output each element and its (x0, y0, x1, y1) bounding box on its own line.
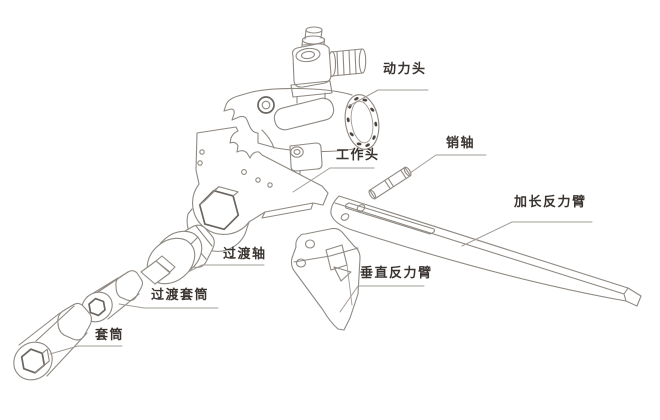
leader-lines (49, 89, 593, 355)
leader-power-head (346, 89, 429, 108)
label-vertical-reaction-arm: 垂直反力臂 (360, 266, 433, 281)
label-power-head: 动力头 (383, 62, 427, 77)
working-head-drawing (186, 126, 329, 252)
pin-shaft-drawing (368, 166, 412, 200)
leader-working-head (292, 167, 375, 193)
leader-extended-reaction-arm (461, 221, 593, 247)
label-extended-reaction-arm: 加长反力臂 (514, 195, 587, 210)
leader-transition-shaft (187, 264, 265, 273)
socket-drawing (13, 302, 93, 381)
leader-socket (49, 345, 123, 355)
label-pin-shaft: 销轴 (446, 136, 476, 151)
vertical-reaction-arm-drawing (290, 227, 361, 331)
leader-pin-shaft (409, 154, 487, 174)
label-transition-shaft: 过渡轴 (223, 247, 267, 262)
power-head-drawing (223, 26, 380, 177)
transition-shaft-drawing (140, 224, 215, 285)
leader-transition-sleeve (118, 303, 219, 309)
label-socket: 套筒 (95, 328, 125, 343)
leader-vertical-reaction-arm (339, 285, 425, 313)
label-transition-sleeve: 过渡套筒 (151, 288, 210, 303)
label-working-head: 工作头 (336, 148, 380, 163)
end-cap-bolts (346, 97, 378, 147)
extended-reaction-arm-drawing (330, 195, 642, 307)
